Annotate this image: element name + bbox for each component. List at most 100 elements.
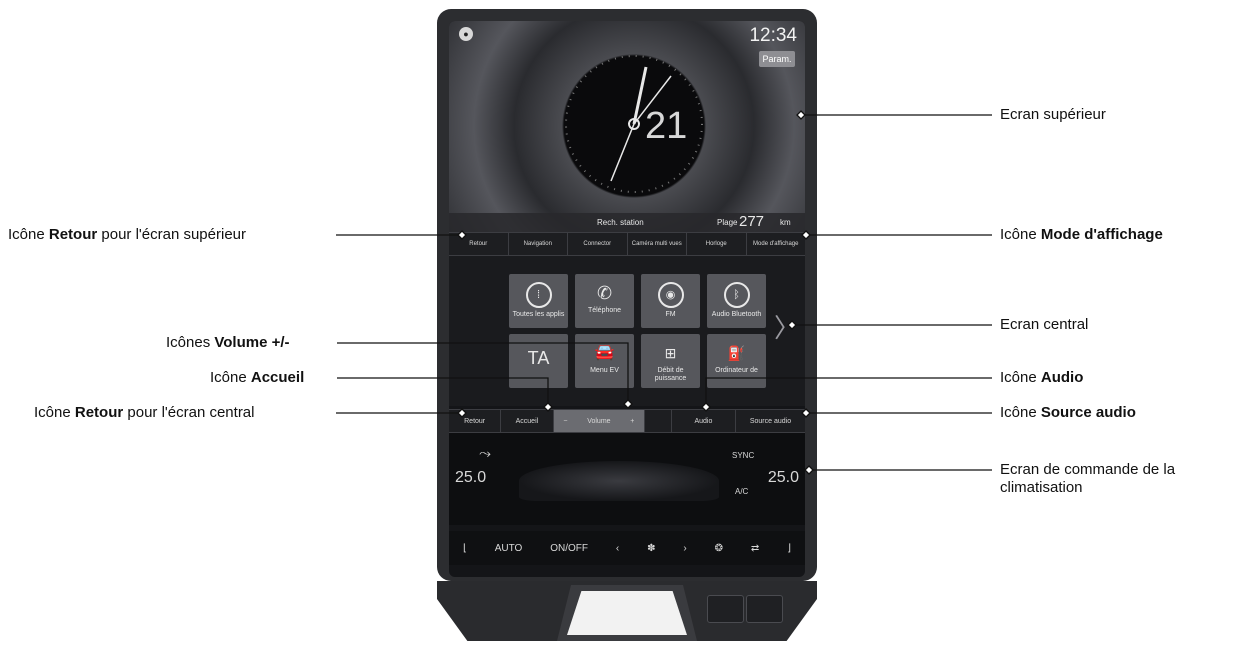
volume-plus-button[interactable]: + [630,417,635,425]
callout-text: climatisation [1000,479,1083,496]
power-flow-icon: ⊞ [664,345,677,361]
date-number: 21 [645,105,688,147]
callout-text: Icônes [166,334,215,351]
display-mode-button[interactable]: Mode d'affichage [753,240,799,247]
device-screen: ● 12:34 Param. 21 Rech. station Plage 27… [449,21,805,577]
chevron-right-icon[interactable]: › [683,542,687,554]
clock-center [628,118,640,130]
climate-screen: ⤳ 25.0 25.0 SYNC A/C [449,433,805,525]
multiview-camera-button[interactable]: Caméra multi vues [628,233,687,255]
callout-ecran-sup: Ecran supérieur [1000,106,1106,123]
callout-audio: Icône Audio [1000,369,1083,387]
marker-accueil [543,402,553,412]
top-screen: ● 12:34 Param. 21 Rech. station Plage 27… [449,21,805,239]
audio-source-button[interactable]: Source audio [749,417,792,425]
tile-fm[interactable]: ◉ FM [641,274,700,328]
tile-phone[interactable]: ✆ Téléphone [575,274,634,328]
callout-source: Icône Source audio [1000,404,1136,422]
callout-bold: Mode d'affichage [1040,226,1163,243]
callout-bold: Source audio [1040,404,1136,421]
auto-button[interactable]: AUTO [494,542,523,554]
phone-icon: ✆ [596,283,613,303]
clock-hour-hand [632,66,648,125]
tile-label: Ordinateur de [715,367,758,374]
tile-label: Audio Bluetooth [711,311,762,318]
infotainment-device: ● 12:34 Param. 21 Rech. station Plage 27… [437,9,817,641]
callout-text: Icône [1000,226,1041,243]
callout-text: Icône [1000,369,1041,386]
ac-button[interactable]: A/C [735,487,749,496]
car-icon: 🚘 [594,344,615,361]
analog-clock [565,55,703,193]
volume-control: − Volume + [553,410,646,432]
fan-icon: ✽ [647,542,656,554]
bluetooth-icon: ᛒ [723,282,750,308]
callout-bold: Accueil [250,369,305,386]
hardware-buttons [707,595,783,623]
tile-all-apps[interactable]: ⁞ Toutes les applis [509,274,568,328]
fan-onoff-button[interactable]: ON/OFF [550,542,588,554]
connector-button[interactable]: Connector [568,233,628,255]
marker-volume [623,399,633,409]
leader-accueil [337,377,549,407]
recirculation-icon[interactable]: ⇄ [750,542,760,554]
range-label: Plage [717,218,738,227]
temp-left[interactable]: 25.0 [455,469,487,486]
tile-label: Téléphone [587,307,622,314]
range-unit: km [780,218,791,227]
marker-source [801,408,811,418]
central-back-button[interactable]: Retour [449,410,502,432]
tile-label: TA [527,348,550,368]
chevron-left-icon[interactable]: ‹ [615,542,620,554]
tile-label: Débit de puissance [654,367,687,382]
hardware-button-left[interactable] [707,595,744,623]
callout-bold: Audio [1040,369,1084,386]
sync-button[interactable]: SYNC [732,451,755,460]
callout-retour-cen: Icône Retour pour l'écran central [34,404,254,422]
hardware-button-right[interactable] [746,595,783,623]
marker-retour-cen [457,408,467,418]
airflow-icon[interactable]: ⤳ [479,445,492,462]
callout-text: Icône [210,369,251,386]
seat-heater-left-icon[interactable]: ⌊ [462,542,467,554]
radio-icon: ◉ [657,282,684,308]
tile-label: Menu EV [590,367,619,374]
clock-face [565,55,703,193]
callout-text: Icône [1000,404,1041,421]
clock-button[interactable]: Horloge [687,233,747,255]
callout-volume: Icônes Volume +/- [166,334,290,352]
dashboard-graphic [519,461,719,501]
top-back-button[interactable]: Retour [449,233,509,255]
tile-label: Toutes les applis [512,311,565,318]
tile-label: FM [665,311,676,318]
station-search[interactable]: Rech. station [597,218,644,227]
phone-slot [567,591,687,635]
volume-label: Volume [587,417,611,425]
charging-icon: ⛽ [727,345,746,361]
navigation-button[interactable]: Navigation [509,233,568,255]
marker-mode [801,230,811,240]
central-nav-bar: Retour Accueil − Volume + Audio Source a… [449,409,805,433]
callout-climatisation: Ecran de commande de la climatisation [1000,461,1175,497]
callout-text: pour l'écran supérieur [97,226,246,243]
status-icon: ● [459,27,473,41]
grid-icon: ⁞ [525,282,552,308]
tile-trip-computer[interactable]: ⛽ Ordinateur de [707,334,766,388]
param-button[interactable]: Param. [759,51,795,67]
audio-button[interactable]: Audio [672,410,736,432]
clock-minute-hand [633,75,672,125]
volume-minus-button[interactable]: − [563,417,568,425]
chevron-right-icon[interactable]: 〉 [774,313,801,343]
defrost-icon[interactable]: ❂ [714,542,723,554]
tile-power-flow[interactable]: ⊞ Débit de puissance [641,334,700,388]
range-value: 277 [739,213,765,230]
seat-heater-right-icon[interactable]: ⌋ [787,542,791,554]
home-button[interactable]: Accueil [501,410,554,432]
temp-right[interactable]: 25.0 [767,469,799,486]
callout-retour-sup: Icône Retour pour l'écran supérieur [8,226,246,244]
climate-control-bar: ⌊ AUTO ON/OFF ‹ ✽ › ❂ ⇄ ⌋ [449,531,805,565]
device-bezel: ● 12:34 Param. 21 Rech. station Plage 27… [437,9,817,581]
marker-audio [701,402,711,412]
tile-bluetooth-audio[interactable]: ᛒ Audio Bluetooth [707,274,766,328]
